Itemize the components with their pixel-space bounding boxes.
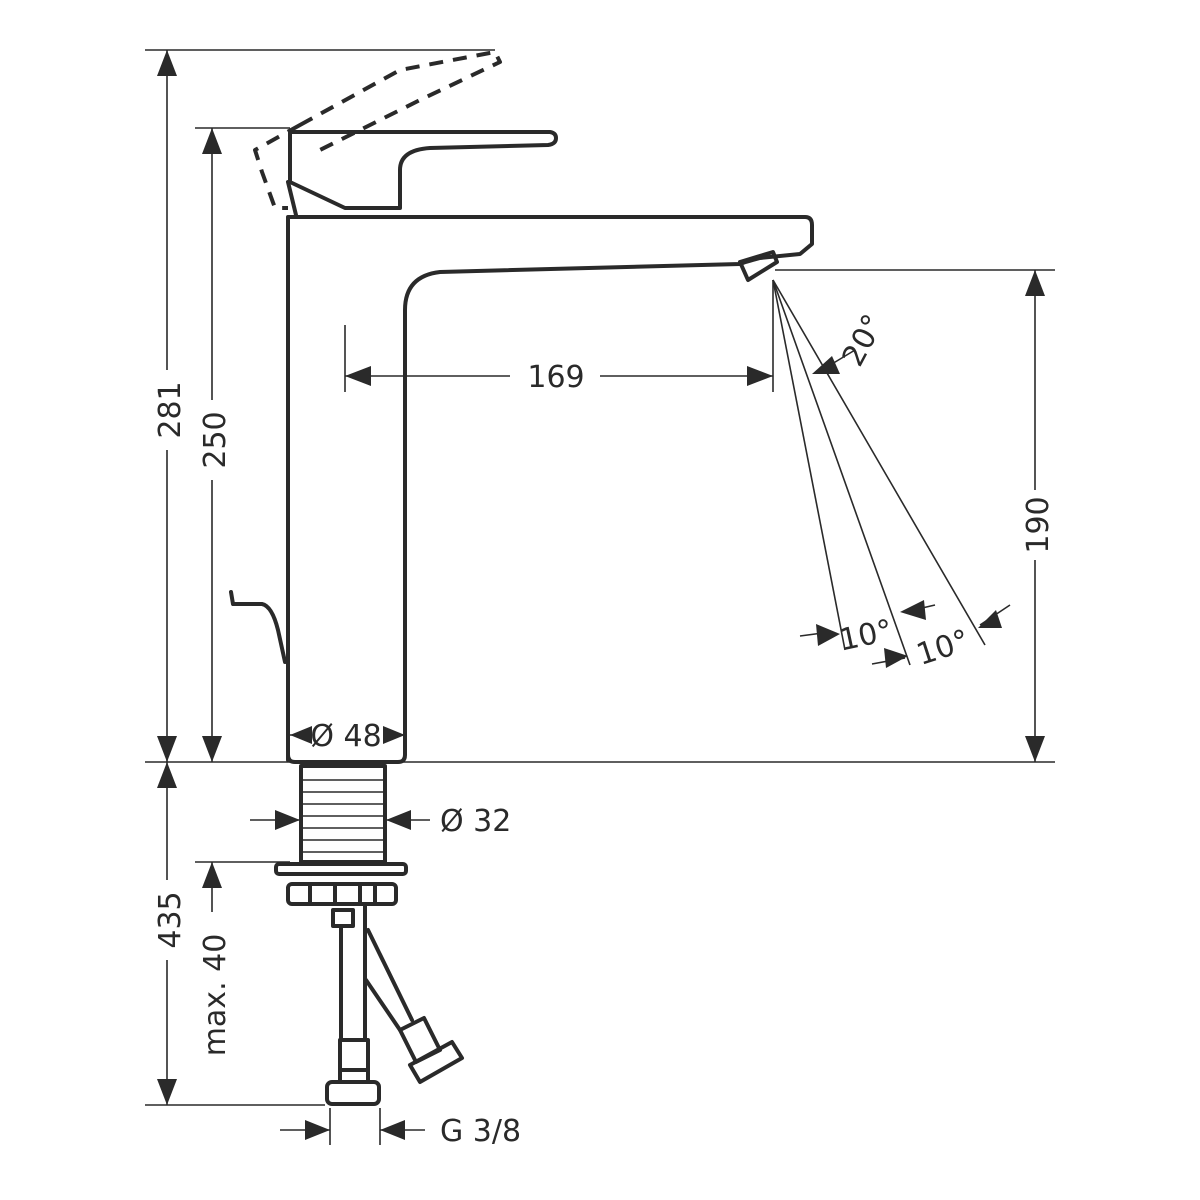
dimension-spray-angle-right: 10° xyxy=(912,623,973,673)
popup-rod xyxy=(229,590,287,664)
threaded-shank xyxy=(274,764,408,906)
dimension-body-diameter: Ø 48 xyxy=(310,719,381,754)
dimension-lines xyxy=(145,49,1055,1145)
dimension-spout-height: 190 xyxy=(1021,496,1056,553)
dimension-spout-reach: 169 xyxy=(527,360,584,395)
dimension-connection-thread: G 3/8 xyxy=(440,1114,521,1149)
supply-hoses xyxy=(325,904,464,1106)
dimension-arrows xyxy=(157,50,1045,1140)
dimension-below-deck-length: 435 xyxy=(153,891,188,948)
lever-raised-position xyxy=(253,50,502,210)
faucet-body xyxy=(286,215,814,764)
lever-handle xyxy=(286,130,558,217)
dimension-total-height: 281 xyxy=(153,381,188,438)
dimension-spray-angle: 20° xyxy=(836,309,892,372)
dimension-shank-diameter: Ø 32 xyxy=(440,804,511,839)
dimension-max-deck-thickness: max. 40 xyxy=(198,934,233,1057)
dimension-handle-height: 250 xyxy=(198,411,233,468)
